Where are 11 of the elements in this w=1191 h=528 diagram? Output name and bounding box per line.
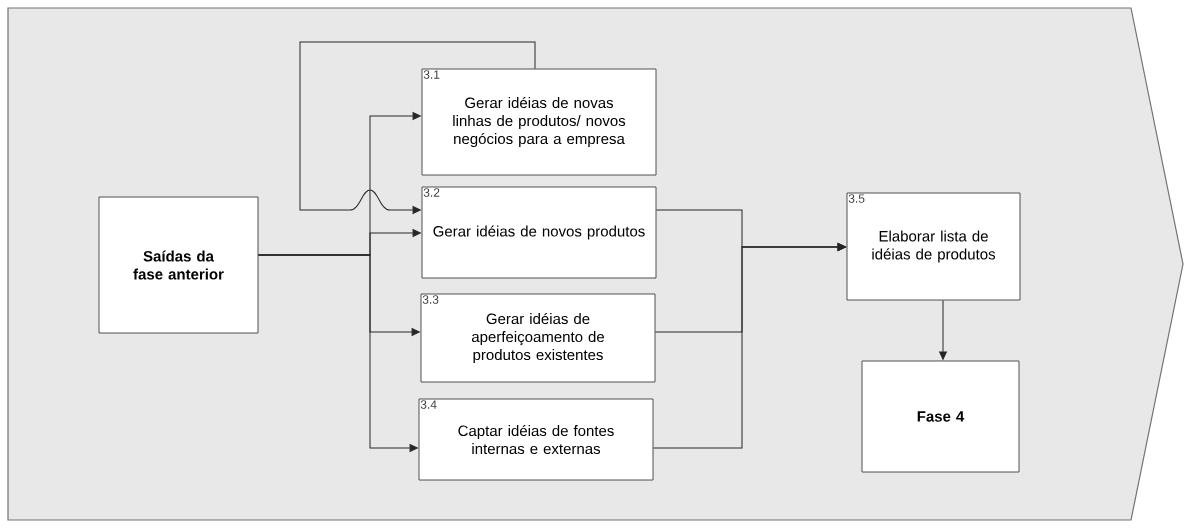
step-number: 3.4 (420, 400, 437, 409)
arrow (257, 254, 418, 452)
arrow (299, 41, 536, 214)
step-number: 3.2 (423, 188, 440, 197)
process-box: Fase 4 (861, 360, 1020, 473)
arrow (652, 243, 846, 449)
process-box: Saídas da fase anterior (98, 196, 259, 334)
arrow (939, 299, 947, 360)
step-number: 3.3 (422, 295, 439, 304)
step-number: 3.5 (848, 194, 865, 203)
step-number: 3.1 (423, 70, 440, 79)
